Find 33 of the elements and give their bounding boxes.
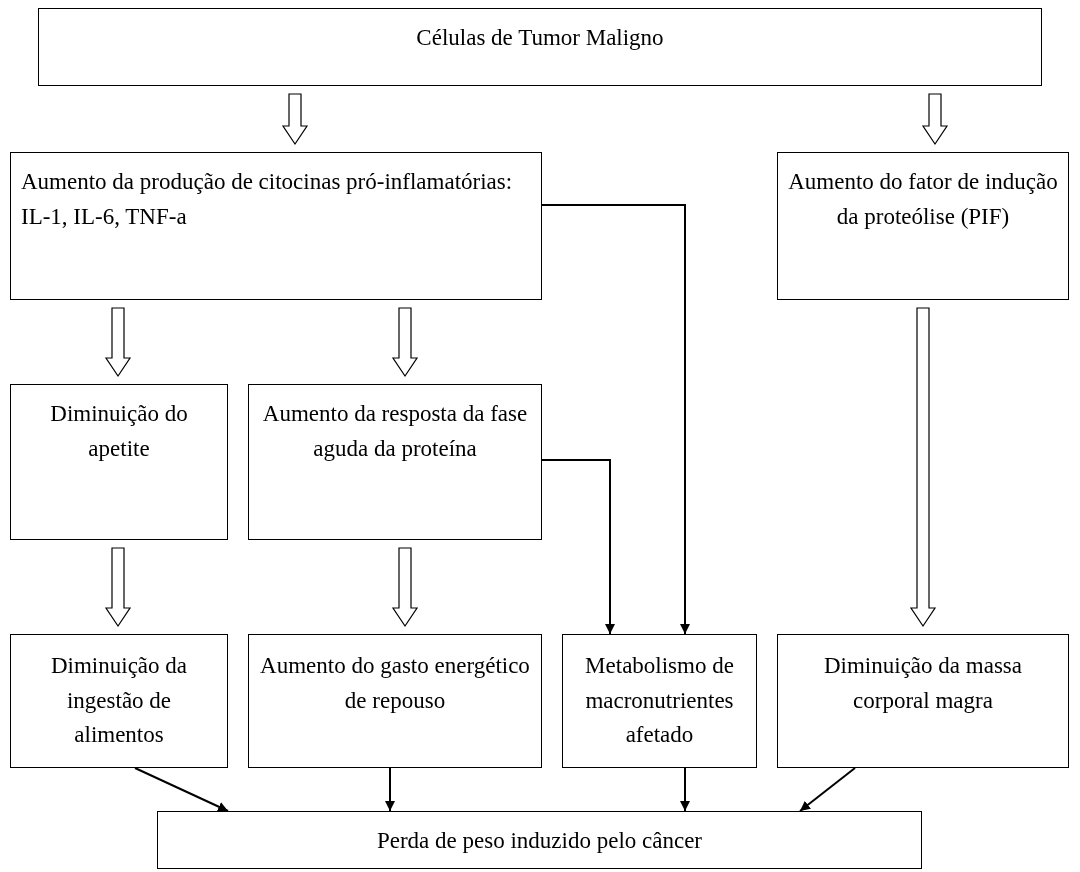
hollow-arrow	[391, 307, 419, 378]
box-label: Aumento do gasto energético de repouso	[259, 652, 531, 715]
process-box	[10, 634, 228, 768]
process-box	[248, 384, 542, 540]
box-label: Aumento da produção de citocinas pró-inflamatórias: IL-1, IL-6, TNF-a	[21, 168, 514, 231]
process-box	[562, 634, 757, 768]
hollow-arrow	[104, 547, 132, 628]
box-label: Metabolismo de macronutrientes afetado	[584, 652, 735, 749]
box-label: Perda de peso induzido pelo câncer	[375, 827, 704, 855]
box-label: Células de Tumor Maligno	[415, 24, 665, 52]
box-label: Diminuição da massa corporal magra	[823, 652, 1023, 715]
arrow	[799, 767, 856, 812]
arrow	[541, 459, 615, 635]
process-box	[248, 634, 542, 768]
process-box	[38, 8, 1042, 86]
box-label: Diminuição da ingestão de alimentos	[49, 652, 188, 749]
arrow	[134, 767, 229, 812]
hollow-arrow	[909, 307, 937, 628]
process-box	[10, 152, 542, 300]
hollow-arrow	[104, 307, 132, 378]
arrow	[541, 204, 690, 635]
process-box	[777, 152, 1069, 300]
arrow	[385, 767, 395, 812]
process-box	[157, 811, 922, 869]
hollow-arrow	[391, 547, 419, 628]
box-label: Aumento da resposta da fase aguda da proteína	[261, 400, 529, 463]
arrow	[680, 767, 690, 812]
box-label: Diminuição do apetite	[49, 400, 189, 463]
hollow-arrow	[921, 93, 949, 146]
process-box	[10, 384, 228, 540]
hollow-arrow	[281, 93, 309, 146]
box-label: Aumento do fator de indução da proteólise (PIF)	[788, 168, 1058, 231]
process-box	[777, 634, 1069, 768]
